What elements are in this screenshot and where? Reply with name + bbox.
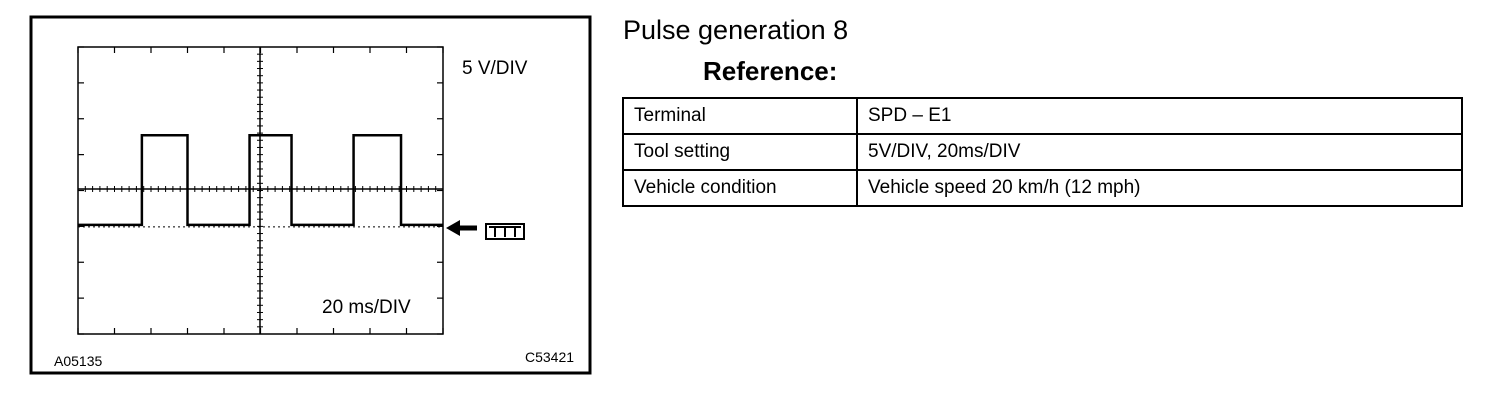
table-row-tool-setting: Tool setting 5V/DIV, 20ms/DIV [622, 133, 1463, 171]
volt-scale-label: 5 V/DIV [462, 58, 528, 79]
time-scale-label: 20 ms/DIV [322, 297, 411, 318]
reference-table: Terminal SPD – E1 Tool setting 5V/DIV, 2… [622, 97, 1463, 207]
section-title: Pulse generation 8 [623, 15, 849, 45]
table-row-vehicle-condition: Vehicle condition Vehicle speed 20 km/h … [622, 169, 1463, 207]
ground-symbol-icon [485, 223, 525, 240]
pulse-waveform [78, 133, 443, 227]
oscilloscope-figure: 5 V/DIV 20 ms/DIV A05135 C53421 [29, 15, 592, 375]
row-value: SPD – E1 [856, 97, 1463, 135]
row-label: Vehicle condition [622, 169, 858, 207]
figure-frame [29, 15, 592, 375]
row-value: Vehicle speed 20 km/h (12 mph) [856, 169, 1463, 207]
figure-code-right: C53421 [525, 349, 574, 365]
row-label: Terminal [622, 97, 858, 135]
figure-code-left: A05135 [54, 353, 102, 369]
scope-graticule [77, 46, 444, 335]
row-value: 5V/DIV, 20ms/DIV [856, 133, 1463, 171]
ground-reference-arrow-icon [446, 220, 477, 236]
row-label: Tool setting [622, 133, 858, 171]
table-row-terminal: Terminal SPD – E1 [622, 97, 1463, 135]
section-subtitle: Reference: [703, 56, 838, 86]
